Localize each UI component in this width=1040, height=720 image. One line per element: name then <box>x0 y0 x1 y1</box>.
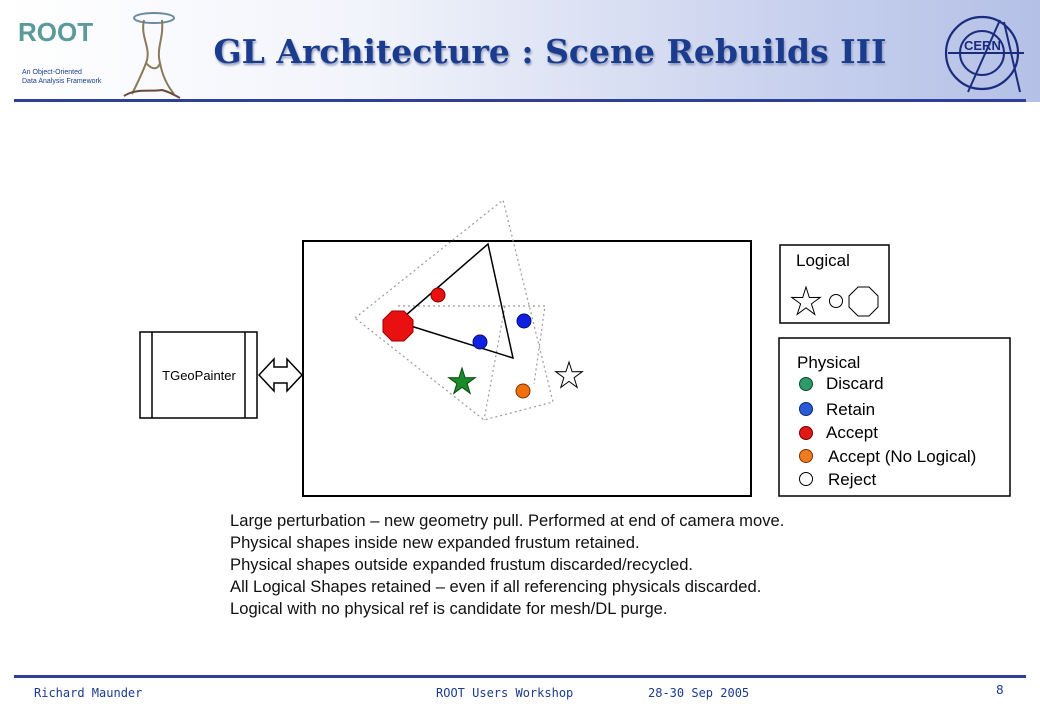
cern-logo-name: CERN <box>964 38 1001 53</box>
legend-item-accept-no-logical: Accept (No Logical) <box>828 447 976 466</box>
physical-legend-title: Physical <box>797 353 860 372</box>
discard-star-shape <box>447 366 477 395</box>
legend-item-reject: Reject <box>828 470 876 489</box>
accept-octagon-shape <box>382 310 414 342</box>
logical-legend: Logical <box>779 244 890 324</box>
body-line-3: Physical shapes outside expanded frustum… <box>230 555 694 574</box>
expanded-frustum <box>354 198 554 421</box>
legend-item-retain: Retain <box>826 400 875 419</box>
footer-event: ROOT Users Workshop <box>436 686 574 700</box>
reject-dot-icon <box>799 472 813 486</box>
double-arrow-icon <box>257 357 304 393</box>
camera-frustum <box>396 242 515 360</box>
body-line-1: Large perturbation – new geometry pull. … <box>230 511 785 530</box>
logical-legend-title: Logical <box>796 251 850 270</box>
retain-sphere-shape-2 <box>472 334 488 350</box>
octagon-outline-icon <box>848 286 879 317</box>
body-line-4: All Logical Shapes retained – even if al… <box>230 577 762 596</box>
accept-dot-icon <box>799 426 813 440</box>
scene-viewport <box>302 240 752 497</box>
slide-title: GL Architecture : Scene Rebuilds III <box>213 32 887 71</box>
footer-author: Richard Maunder <box>34 686 143 700</box>
retain-sphere-shape-1 <box>516 313 532 329</box>
circle-outline-icon <box>829 294 843 308</box>
tgeopainter-label: TGeoPainter <box>162 368 236 383</box>
root-figure-icon <box>123 12 181 99</box>
physical-legend: Physical Discard Retain Accept Accept (N… <box>778 337 1011 497</box>
star-outline-icon <box>790 285 822 316</box>
tgeopainter-box: TGeoPainter <box>139 331 258 419</box>
retain-dot-icon <box>799 402 813 416</box>
legend-item-accept: Accept <box>826 423 878 442</box>
legend-item-discard: Discard <box>826 374 884 393</box>
footer-date: 28-30 Sep 2005 <box>648 686 750 700</box>
accept-no-logical-shape <box>515 383 531 399</box>
root-logo-tagline-1: An Object-Oriented <box>22 69 82 76</box>
page-number: 8 <box>996 683 1004 697</box>
root-logo-tagline-2: Data Analysis Framework <box>22 78 102 85</box>
cern-logo: CERN <box>944 15 1024 93</box>
body-line-2: Physical shapes inside new expanded frus… <box>230 533 640 552</box>
header-divider <box>14 99 1026 102</box>
accept-sphere-shape <box>430 287 446 303</box>
accept-no-logical-dot-icon <box>799 449 813 463</box>
root-logo: ROOT An Object-Oriented Data Analysis Fr… <box>18 12 181 99</box>
reject-star-shape <box>554 360 584 389</box>
slide-body-text: Large perturbation – new geometry pull. … <box>230 510 950 620</box>
body-line-5: Logical with no physical ref is candidat… <box>230 599 668 618</box>
root-logo-name: ROOT <box>18 17 93 47</box>
footer-divider <box>14 675 1026 678</box>
discard-dot-icon <box>799 377 813 391</box>
